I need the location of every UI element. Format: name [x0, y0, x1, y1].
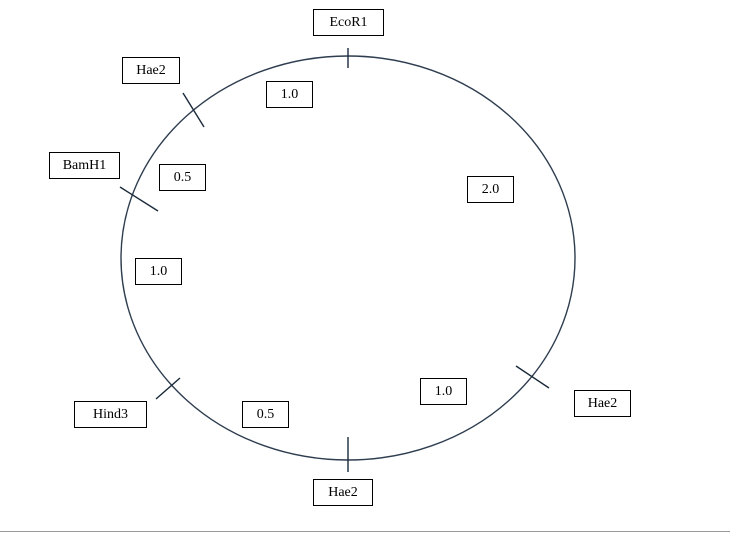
hae2-upper-site-tick: [182, 92, 205, 128]
plasmid-circle: [120, 55, 576, 461]
site-label-hae2-right: Hae2: [574, 390, 631, 417]
site-label-bamh1: BamH1: [49, 152, 120, 179]
hind3-site-tick: [155, 377, 181, 400]
hae2-right-site-tick: [515, 365, 550, 389]
fragment-label: 1.0: [135, 258, 182, 285]
fragment-label: 1.0: [420, 378, 467, 405]
fragment-label: 1.0: [266, 81, 313, 108]
fragment-label: 2.0: [467, 176, 514, 203]
site-label-hind3: Hind3: [74, 401, 147, 428]
site-label-hae2-upper: Hae2: [122, 57, 180, 84]
bamh1-site-tick: [119, 186, 159, 212]
fragment-label: 0.5: [159, 164, 206, 191]
site-label-hae2-bottom: Hae2: [313, 479, 373, 506]
bottom-divider: [0, 531, 730, 532]
fragment-label: 0.5: [242, 401, 289, 428]
site-label-ecor1: EcoR1: [313, 9, 384, 36]
